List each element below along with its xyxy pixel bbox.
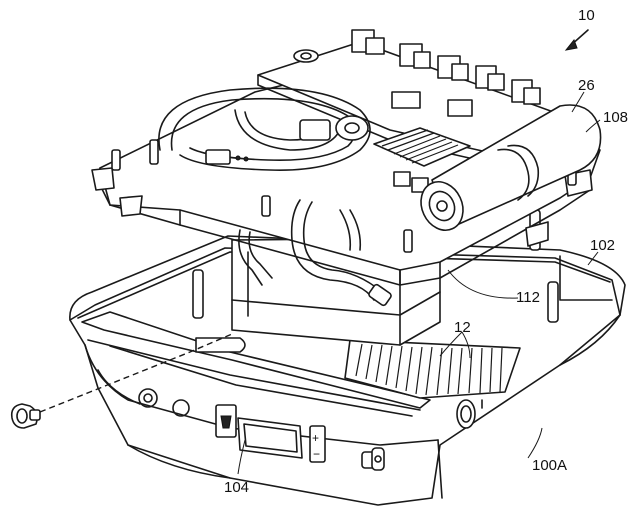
label-108: 108 [603,109,628,126]
reference-labels: 10 26 108 102 112 12 104 100A + − [224,7,628,496]
label-104: 104 [224,479,249,496]
tubing-loops [158,87,392,307]
front-panel [138,388,483,471]
vent-grille [344,339,521,399]
capacitor-cylinder [420,104,602,231]
label-112: 112 [516,289,540,306]
label-12: 12 [454,319,471,336]
minus-symbol: − [313,447,320,461]
leader-lines [237,29,601,475]
detached-fastener [10,333,233,429]
label-102: 102 [590,237,615,254]
label-26: 26 [578,77,595,94]
heatsink [373,127,471,193]
plus-symbol: + [312,431,319,445]
label-10: 10 [578,7,595,24]
label-100a: 100A [532,457,567,474]
